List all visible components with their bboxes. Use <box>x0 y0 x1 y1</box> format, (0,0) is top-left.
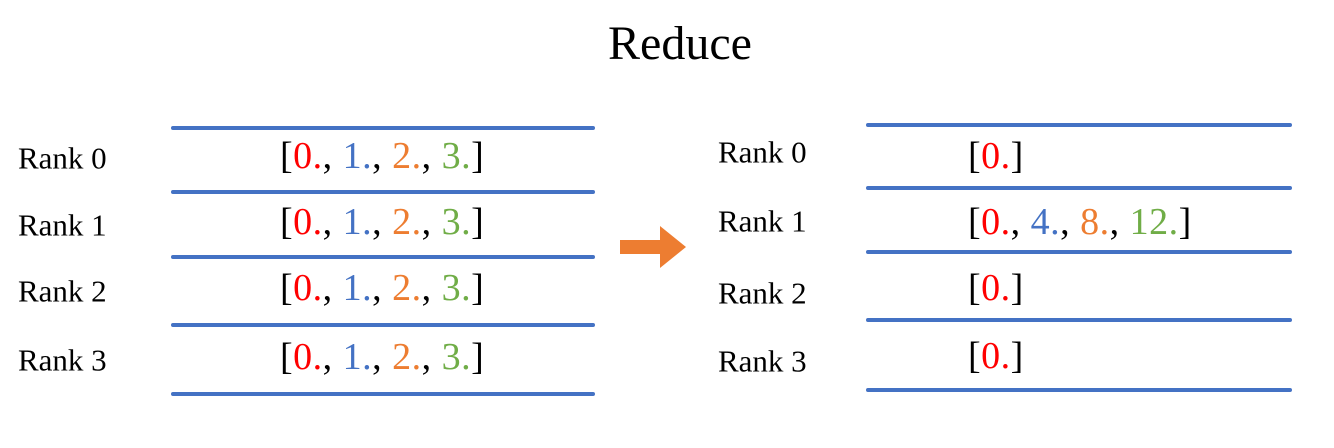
value-segment: ] <box>471 336 485 378</box>
value-segment: , <box>1010 201 1031 243</box>
value-segment: ] <box>1010 135 1024 177</box>
rank-label: Rank 3 <box>718 343 807 379</box>
value-segment: [ <box>968 135 982 177</box>
value-segment: , <box>322 336 343 378</box>
value-segment: 12. <box>1129 201 1179 243</box>
separator-line <box>171 190 595 194</box>
rank-label: Rank 1 <box>718 203 807 239</box>
reduce-arrow-icon <box>620 226 686 268</box>
value-segment: 0. <box>981 201 1011 243</box>
value-segment: 3. <box>441 135 472 177</box>
tensor-value: [0., 1., 2., 3.] <box>280 338 484 376</box>
value-segment: 0. <box>293 135 323 177</box>
value-segment: 0. <box>981 135 1011 177</box>
value-segment: 1. <box>342 267 373 309</box>
value-segment: 0. <box>981 267 1011 309</box>
value-segment: ] <box>471 135 485 177</box>
diagram-title: Reduce <box>608 17 752 70</box>
value-segment: 0. <box>293 201 323 243</box>
value-segment: , <box>322 135 343 177</box>
value-segment: [ <box>280 336 294 378</box>
value-segment: 0. <box>293 336 323 378</box>
value-segment: 2. <box>392 135 422 177</box>
separator-line <box>866 388 1292 392</box>
value-segment: 4. <box>1030 201 1061 243</box>
separator-line <box>171 323 595 327</box>
value-segment: ] <box>1010 335 1024 377</box>
value-segment: [ <box>968 335 982 377</box>
value-segment: 8. <box>1080 201 1110 243</box>
value-segment: , <box>421 201 442 243</box>
value-segment: ] <box>471 267 485 309</box>
separator-line <box>171 126 595 130</box>
rank-label: Rank 3 <box>18 342 107 378</box>
value-segment: , <box>372 201 393 243</box>
tensor-value: [0.] <box>968 269 1024 307</box>
separator-line <box>866 186 1292 190</box>
rank-label: Rank 0 <box>18 140 107 176</box>
value-segment: [ <box>280 135 294 177</box>
rank-label: Rank 2 <box>18 273 107 309</box>
value-segment: , <box>372 135 393 177</box>
value-segment: 2. <box>392 336 422 378</box>
value-segment: , <box>372 336 393 378</box>
value-segment: , <box>372 267 393 309</box>
value-segment: [ <box>280 201 294 243</box>
tensor-value: [0., 1., 2., 3.] <box>280 137 484 175</box>
separator-line <box>171 255 595 259</box>
tensor-value: [0., 1., 2., 3.] <box>280 269 484 307</box>
value-segment: 3. <box>441 267 472 309</box>
value-segment: , <box>322 201 343 243</box>
separator-line <box>171 392 595 396</box>
value-segment: , <box>421 267 442 309</box>
value-segment: , <box>1060 201 1081 243</box>
value-segment: [ <box>280 267 294 309</box>
tensor-value: [0.] <box>968 337 1024 375</box>
value-segment: 3. <box>441 336 472 378</box>
value-segment: ] <box>1010 267 1024 309</box>
right-block-arrow-shape <box>620 226 686 268</box>
value-segment: 2. <box>392 267 422 309</box>
rank-label: Rank 0 <box>718 134 807 170</box>
value-segment: , <box>1109 201 1130 243</box>
value-segment: 2. <box>392 201 422 243</box>
value-segment: 0. <box>293 267 323 309</box>
tensor-value: [0.] <box>968 137 1024 175</box>
value-segment: 0. <box>981 335 1011 377</box>
value-segment: [ <box>968 267 982 309</box>
value-segment: , <box>421 336 442 378</box>
separator-line <box>866 318 1292 322</box>
value-segment: [ <box>968 201 982 243</box>
rank-label: Rank 1 <box>18 207 107 243</box>
value-segment: ] <box>1178 201 1192 243</box>
value-segment: 1. <box>342 336 373 378</box>
value-segment: , <box>322 267 343 309</box>
value-segment: 1. <box>342 201 373 243</box>
tensor-value: [0., 4., 8., 12.] <box>968 203 1192 241</box>
value-segment: 3. <box>441 201 472 243</box>
separator-line <box>866 250 1292 254</box>
value-segment: 1. <box>342 135 373 177</box>
separator-line <box>866 123 1292 127</box>
rank-label: Rank 2 <box>718 275 807 311</box>
tensor-value: [0., 1., 2., 3.] <box>280 203 484 241</box>
value-segment: ] <box>471 201 485 243</box>
value-segment: , <box>421 135 442 177</box>
